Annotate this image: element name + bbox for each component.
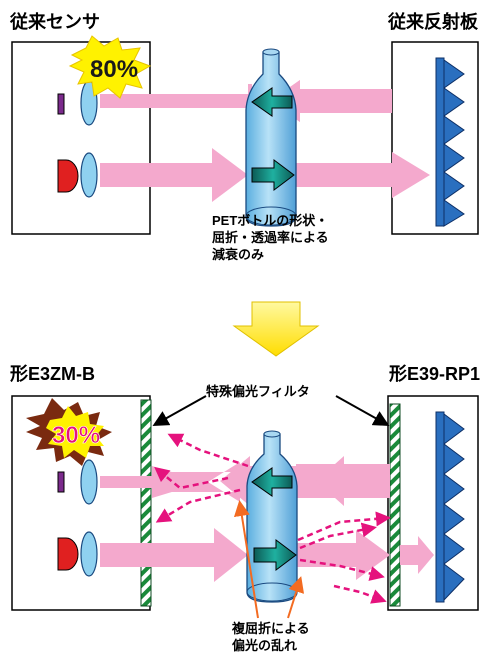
bottom-bottle-arrow-left xyxy=(251,467,293,497)
top-section xyxy=(11,35,479,235)
scattered-light xyxy=(154,433,391,604)
bottom-reflector-prisms xyxy=(435,411,465,603)
top-reflector-box xyxy=(391,41,479,235)
bottom-reflector-box xyxy=(387,395,479,611)
top-return-beam-right xyxy=(340,89,392,113)
bottom-note-line-2: 偏光の乱れ xyxy=(232,638,298,653)
bottom-section xyxy=(11,395,479,619)
top-percentage: 80% xyxy=(90,56,139,83)
top-emitter-lens xyxy=(80,152,98,198)
bottom-outgoing-beam xyxy=(100,528,248,582)
top-attenuation-burst xyxy=(68,35,152,99)
bottom-note: 複屈折による 偏光の乱れ xyxy=(232,620,310,654)
bottom-emitter-lens xyxy=(80,531,98,577)
bottom-pet-bottle xyxy=(246,430,298,603)
top-note-line-2: 屈折・透過率による xyxy=(212,230,329,245)
filter-pointer-right xyxy=(335,395,390,426)
down-arrow xyxy=(232,301,320,357)
top-note-line-1: PETボトルの形状・ xyxy=(212,213,329,228)
bottom-receiver-lens xyxy=(80,459,98,505)
birefringence-pointer-left xyxy=(233,500,259,619)
top-note: PETボトルの形状・ 屈折・透過率による 減衰のみ xyxy=(212,212,329,263)
top-receiver-element xyxy=(57,93,65,115)
bottom-attenuation-burst-inner xyxy=(46,406,104,458)
bottom-outgoing-beam-right xyxy=(292,530,390,580)
reflector-polarizing-filter xyxy=(389,403,401,607)
bottom-bottle-arrow-right xyxy=(253,539,297,571)
top-reflector-prisms xyxy=(435,57,465,227)
filter-pointer-left xyxy=(152,395,207,426)
bottom-reflector-title: 形E39-RP1 xyxy=(388,364,480,384)
top-sensor-title: 従来センサ xyxy=(10,12,100,32)
top-outgoing-beam-right xyxy=(292,152,430,198)
top-outgoing-beam xyxy=(100,148,248,202)
sensor-polarizing-filter xyxy=(140,399,152,607)
top-pet-bottle xyxy=(245,48,297,227)
top-note-line-3: 減衰のみ xyxy=(212,247,265,262)
bottom-emitter-element xyxy=(57,537,79,571)
bottom-note-line-1: 複屈折による xyxy=(232,621,310,636)
top-bottle-arrow-left xyxy=(251,87,293,117)
bottom-sensor-title: 形E3ZM-B xyxy=(10,364,95,384)
filter-label: 特殊偏光フィルタ xyxy=(206,384,310,399)
birefringence-pointer-right xyxy=(287,576,305,619)
bottom-receiver-element xyxy=(57,471,65,493)
bottom-percentage: 30% xyxy=(52,422,101,450)
top-bottle-arrow-right xyxy=(251,159,295,191)
top-emitter-element xyxy=(57,159,79,193)
top-reflector-title: 従来反射板 xyxy=(388,12,478,32)
